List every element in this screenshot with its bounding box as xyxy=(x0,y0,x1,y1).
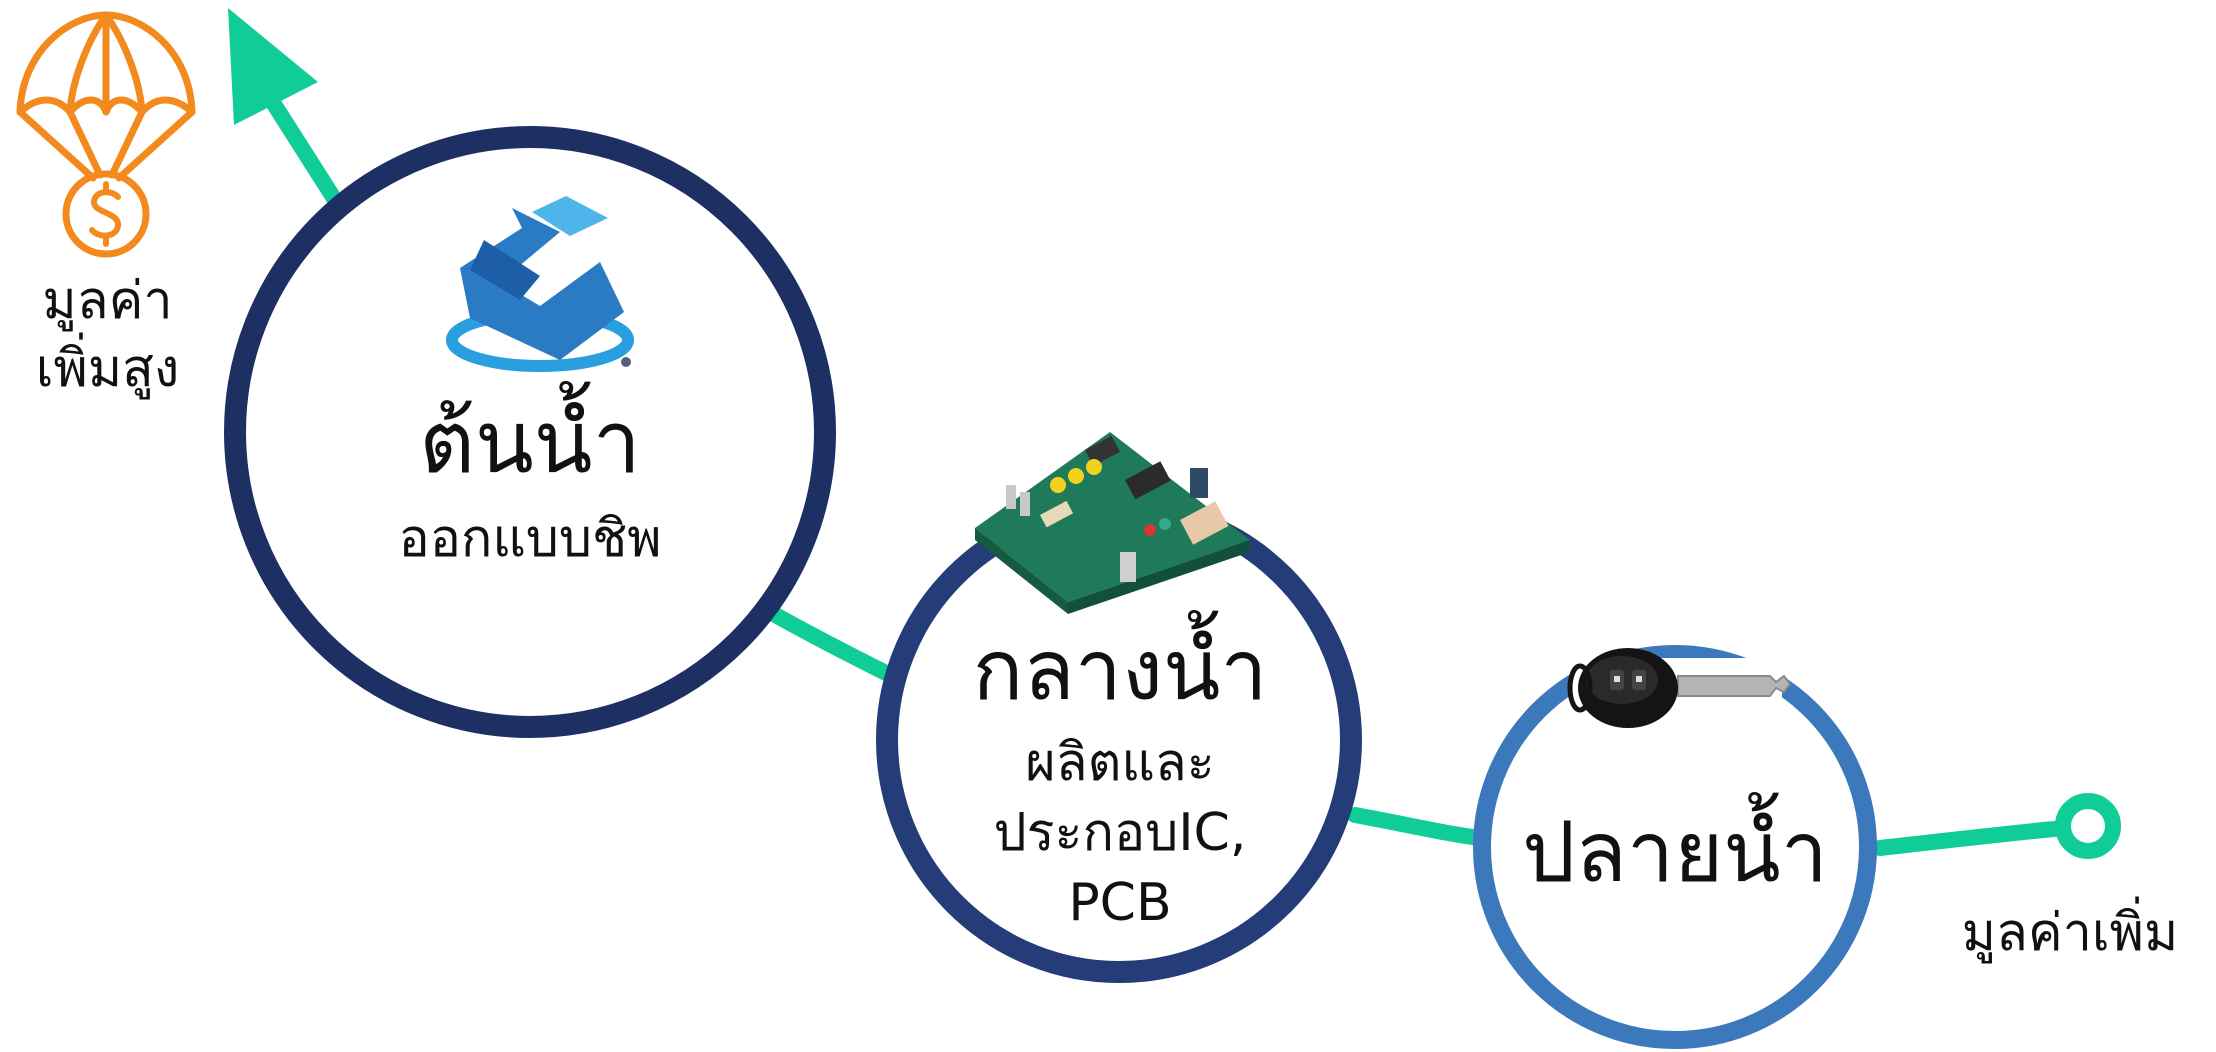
high-value-line-2: เพิ่มสูง xyxy=(35,338,180,399)
downstream-circle xyxy=(1473,645,1877,1049)
upstream-text: ต้นน้ำ ออกแบบชิพ xyxy=(330,400,730,574)
path-downstream-to-end xyxy=(1872,820,2073,856)
midstream-title: กลางน้ำ xyxy=(972,621,1268,719)
high-value-label: มูลค่า เพิ่มสูง xyxy=(0,268,215,403)
s-logo-icon xyxy=(446,196,634,372)
downstream-title: ปลายน้ำ xyxy=(1522,803,1828,901)
car-key-icon xyxy=(1567,648,1792,728)
midstream-text: กลางน้ำ ผลิตและ ประกอบIC, PCB xyxy=(920,628,1320,939)
arrow-head-icon xyxy=(228,8,318,125)
upstream-circle xyxy=(224,126,836,738)
end-point-marker xyxy=(2055,793,2121,859)
arrow-shaft xyxy=(257,82,343,208)
parachute-coin-icon xyxy=(16,11,196,258)
upstream-desc: ออกแบบชิพ xyxy=(398,509,662,569)
circuit-board-icon xyxy=(975,432,1250,614)
value-added-label: มูลค่าเพิ่ม xyxy=(1961,903,2179,963)
high-value-line-1: มูลค่า xyxy=(42,271,173,331)
upstream-title: ต้นน้ำ xyxy=(419,393,641,493)
midstream-desc-line-1: ผลิตและ xyxy=(1025,733,1215,793)
midstream-desc-line-3: PCB xyxy=(1068,873,1172,934)
path-upstream-to-midstream xyxy=(762,604,898,683)
downstream-text: ปลายน้ำ xyxy=(1495,810,1855,894)
midstream-desc-line-2: ประกอบIC, xyxy=(993,803,1247,864)
